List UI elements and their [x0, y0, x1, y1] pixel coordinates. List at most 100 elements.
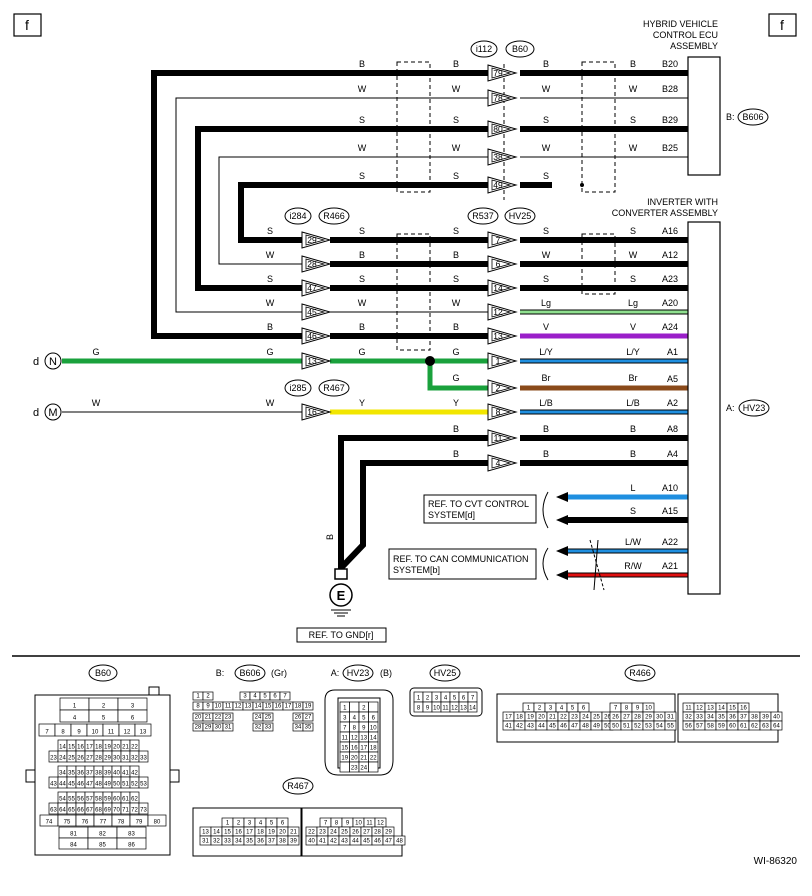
b60-cells-cavity	[134, 723, 152, 737]
wire-color-a22-0: L/W	[625, 537, 642, 547]
offpage-n-label: N	[49, 356, 57, 368]
b60-cells-cavity-num: 39	[104, 771, 111, 777]
hv23-cells-cavity-num: 21	[360, 756, 367, 762]
b60-cells-cavity-num: 63	[50, 808, 57, 814]
r466-cells-cavity-num: 35	[718, 715, 725, 721]
r466-cells-cavity-num: 17	[505, 715, 512, 721]
pin-b25-left_pin: 38	[493, 152, 503, 162]
pin-a8-pin_b: 11	[494, 433, 503, 443]
r466-cells-cavity-num: 41	[505, 724, 512, 730]
tag-r466: R466	[323, 211, 345, 221]
wire-color-a2-3: Y	[453, 398, 459, 408]
b60-cells-cavity-num: 30	[113, 756, 120, 762]
wire-color-a4-1: B	[543, 449, 549, 459]
pin-a16-pin_b: 7	[496, 235, 501, 245]
b606-cells-cavity-num: 20	[195, 715, 202, 721]
hv23-cells-cavity-num: 1	[343, 706, 347, 712]
r466-cells-cavity-num: 31	[667, 715, 674, 721]
b606-cells-cavity-num: 5	[263, 694, 267, 700]
b60-cells-cavity-num: 67	[86, 808, 93, 814]
b60-cells-cavity-num: 82	[99, 832, 106, 838]
b606-cells-cavity	[302, 701, 314, 711]
wire-a5-branch	[427, 361, 488, 391]
wire-color-a20-3: Lg	[541, 298, 551, 308]
r467-cells-cavity-num: 36	[257, 839, 264, 845]
b60-cells-cavity-num: 4	[73, 716, 77, 722]
pin-b29-left_pin: 80	[493, 124, 503, 134]
b606-cells-cavity-num: 10	[215, 704, 222, 710]
r466-cells-cavity-num: 44	[538, 724, 545, 730]
wire-color-a5-2: Br	[629, 373, 638, 383]
pin-a2-pin_a-inner	[305, 406, 326, 418]
wire-color-b20-0: B	[359, 59, 365, 69]
wire-color-a4-0: B	[453, 449, 459, 459]
b60-cells-cavity-num: 37	[86, 771, 93, 777]
b60-cells-cavity	[117, 709, 148, 723]
r466-cells-cavity-num: 63	[762, 724, 769, 730]
r467-cells-cavity-num: 15	[224, 830, 231, 836]
r466-cells-cavity-num: 28	[634, 715, 641, 721]
r467-cells-cavity-num: 23	[319, 830, 326, 836]
wire-color-a21-0: R/W	[624, 561, 642, 571]
r466-cells-cavity-num: 39	[762, 715, 769, 721]
b60-cells-cavity-num: 79	[136, 820, 143, 826]
pin-a16-pin_a: 29	[307, 235, 317, 245]
offpage-m-icon	[44, 403, 62, 421]
b60-cells-cavity-num: 81	[70, 832, 77, 838]
wire-color-a10-0: L	[630, 483, 635, 493]
b606-cells-cavity-num: 24	[255, 715, 262, 721]
b606-cells-cavity	[302, 722, 314, 732]
r467-cells-cavity-num: 41	[319, 839, 326, 845]
b606-cells-cavity-num: 29	[205, 725, 212, 731]
b606-cells-cavity-num: 33	[265, 725, 272, 731]
terminal-b25: B25	[662, 143, 678, 153]
r467-cells-cavity-num: 22	[308, 830, 315, 836]
b606-cells-cavity-num: 22	[215, 715, 222, 721]
r467-cells-cavity-num: 13	[202, 830, 209, 836]
wire-color-a1-4: L/Y	[539, 347, 553, 357]
hv25-cells-cavity-num: 4	[444, 696, 448, 702]
r466-cells-cavity-num: 37	[740, 715, 747, 721]
wire-color-a8-2: B	[630, 424, 636, 434]
b60-cells-cavity-num: 42	[131, 771, 138, 777]
terminal-a23: A23	[662, 274, 678, 284]
b606-cells-cavity-num: 11	[225, 704, 232, 710]
pin-a24-pin_b-inner	[491, 330, 512, 342]
r467-cells-cavity-num: 20	[279, 830, 286, 836]
wire-b25-loop	[218, 156, 488, 265]
b60-cells-cavity-num: 72	[131, 808, 138, 814]
wire-color-b25-0: W	[358, 143, 367, 153]
arrow-a15-icon	[556, 515, 568, 525]
arrow-a21-icon	[556, 570, 568, 580]
b60-cells-cavity-num: 5	[102, 716, 106, 722]
b60-cells-cavity-num: 55	[68, 797, 75, 803]
b606-cells-cavity-num: 6	[273, 694, 277, 700]
hv25-cells-cavity-num: 13	[460, 706, 467, 712]
hybrid-ecu-title: HYBRID VEHICLE CONTROL ECU ASSEMBLY	[643, 19, 718, 51]
hv25-cells-cavity-num: 11	[442, 706, 449, 712]
r466-cells-cavity-num: 12	[696, 706, 703, 712]
hv23-cells-cavity-num: 13	[360, 736, 367, 742]
b60-cells-cavity-num: 34	[59, 771, 66, 777]
r467-cells-cavity-num: 21	[290, 830, 297, 836]
hv23-cells-cavity-num: 10	[370, 726, 377, 732]
r466-cells-cavity-num: 46	[560, 724, 567, 730]
b606-cells-cavity-num: 34	[295, 725, 302, 731]
inverter-conn-oval	[738, 399, 770, 417]
b60-cells-cavity-num: 59	[104, 797, 111, 803]
wire-color-a24-4: V	[630, 322, 636, 332]
wire-49-loop	[238, 182, 488, 243]
wire-b20-loop	[151, 70, 488, 339]
hv23-cells-cavity	[368, 761, 379, 773]
ref-can-line2: SYSTEM[b]	[393, 565, 440, 575]
hv25-cells-cavity-num: 7	[471, 696, 475, 702]
pin-a1-pin_b: 1	[496, 356, 501, 366]
r466-cells-cavity-num: 50	[612, 724, 619, 730]
b60-cells-cavity-num: 19	[104, 745, 111, 751]
corner-mark-left	[13, 13, 42, 37]
r466-cells-cavity-num: 14	[718, 706, 725, 712]
twisted-pair-mark-2	[593, 539, 599, 591]
b60-cells-cavity-num: 66	[77, 808, 84, 814]
b606-cells-cavity	[302, 712, 314, 722]
r467-cells-cavity-num: 35	[246, 839, 253, 845]
